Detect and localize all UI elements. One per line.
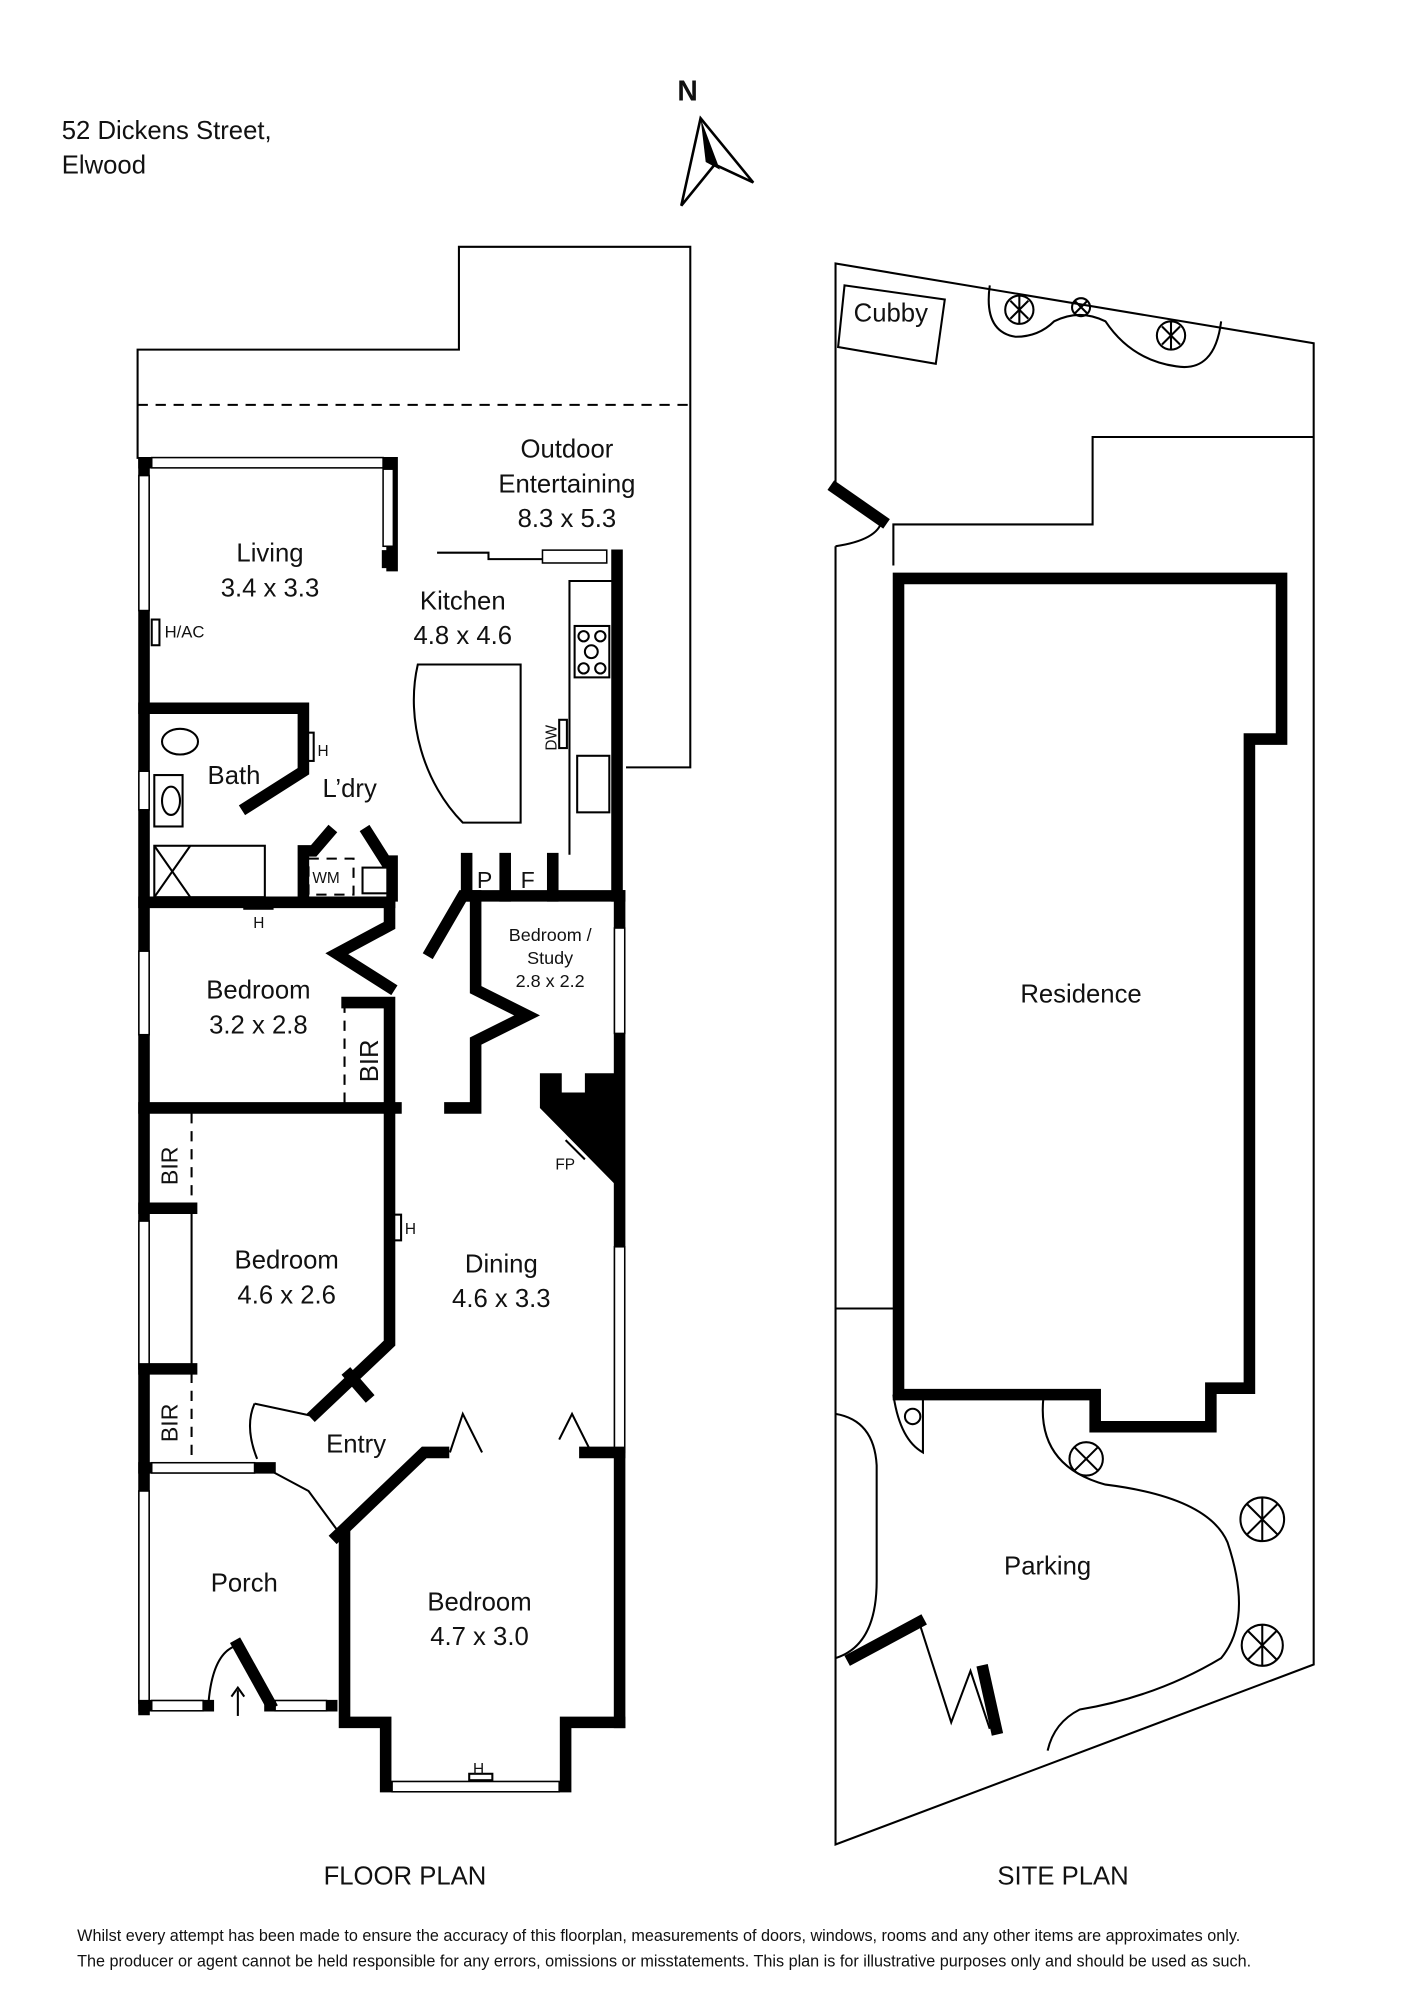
- parking-label: Parking: [1004, 1553, 1091, 1581]
- tree-icon: [1071, 297, 1092, 318]
- site-plan-title: SITE PLAN: [997, 1862, 1128, 1890]
- room-bedroom1-size: 3.2 x 2.8: [209, 1011, 308, 1039]
- heater-label: H: [405, 1221, 416, 1238]
- bir-label: BIR: [156, 1404, 182, 1443]
- room-bedroom1-name: Bedroom: [206, 977, 310, 1005]
- room-kitchen-size: 4.8 x 4.6: [414, 622, 513, 650]
- disclaimer-line-2: The producer or agent cannot be held res…: [77, 1953, 1251, 1971]
- room-outdoor-name: Outdoor: [520, 436, 613, 464]
- tree-icon: [1240, 1623, 1284, 1667]
- residence-label: Residence: [1020, 981, 1141, 1009]
- site-plan: Cubby Residence Parking SITE PLAN: [827, 262, 1315, 1890]
- room-study-name: Bedroom /: [509, 925, 592, 945]
- room-kitchen-name: Kitchen: [420, 587, 506, 615]
- disclaimer-line-1: Whilst every attempt has been made to en…: [77, 1927, 1240, 1945]
- room-bedroom2-name: Bedroom: [235, 1247, 339, 1275]
- address-line-2: Elwood: [62, 152, 146, 180]
- room-study-size: 2.8 x 2.2: [516, 971, 585, 991]
- kitchen-island: [412, 663, 522, 824]
- room-bedroom3-name: Bedroom: [427, 1589, 531, 1617]
- room-bedroom3-size: 4.7 x 3.0: [430, 1623, 529, 1651]
- room-porch-name: Porch: [211, 1569, 278, 1597]
- heater-label: H: [473, 1761, 484, 1778]
- residence: [892, 572, 1288, 1433]
- hac-label: H/AC: [165, 623, 205, 642]
- fridge-label: F: [521, 867, 535, 893]
- room-study-name2: Study: [527, 948, 573, 968]
- pantry-label: P: [477, 867, 492, 893]
- heater-label: H: [318, 743, 329, 760]
- room-living-name: Living: [236, 540, 303, 568]
- floor-plan-title: FLOOR PLAN: [324, 1862, 487, 1890]
- tree-icon: [903, 1407, 922, 1426]
- tree-icon: [1068, 1441, 1104, 1477]
- room-entry-name: Entry: [326, 1430, 386, 1458]
- bir-label: BIR: [156, 1147, 182, 1186]
- room-outdoor-size: 8.3 x 5.3: [518, 505, 617, 533]
- dishwasher-label: DW: [544, 725, 561, 751]
- cubby: [836, 284, 946, 365]
- room-living-size: 3.4 x 3.3: [221, 574, 320, 602]
- room-bath-name: Bath: [208, 762, 261, 790]
- room-dining-name: Dining: [465, 1250, 538, 1278]
- room-bedroom2-size: 4.6 x 2.6: [237, 1281, 336, 1309]
- tree-icon: [1239, 1496, 1286, 1543]
- tree-icon: [1004, 294, 1035, 325]
- room-dining-size: 4.6 x 3.3: [452, 1285, 551, 1313]
- north-arrow-icon: N: [677, 74, 755, 207]
- tree-icon: [1155, 320, 1187, 351]
- washing-machine-label: WM: [312, 870, 339, 887]
- address-line-1: 52 Dickens Street,: [62, 117, 272, 145]
- cubby-label: Cubby: [854, 299, 928, 327]
- heater-label: H: [253, 915, 264, 932]
- fireplace-label: FP: [555, 1157, 575, 1174]
- floor-plan: DW H WM H P F FP BIR: [136, 245, 692, 1890]
- north-label: N: [677, 74, 697, 106]
- room-outdoor-name2: Entertaining: [498, 470, 635, 498]
- room-laundry-name: L’dry: [323, 775, 377, 803]
- bir-label: BIR: [356, 1039, 384, 1082]
